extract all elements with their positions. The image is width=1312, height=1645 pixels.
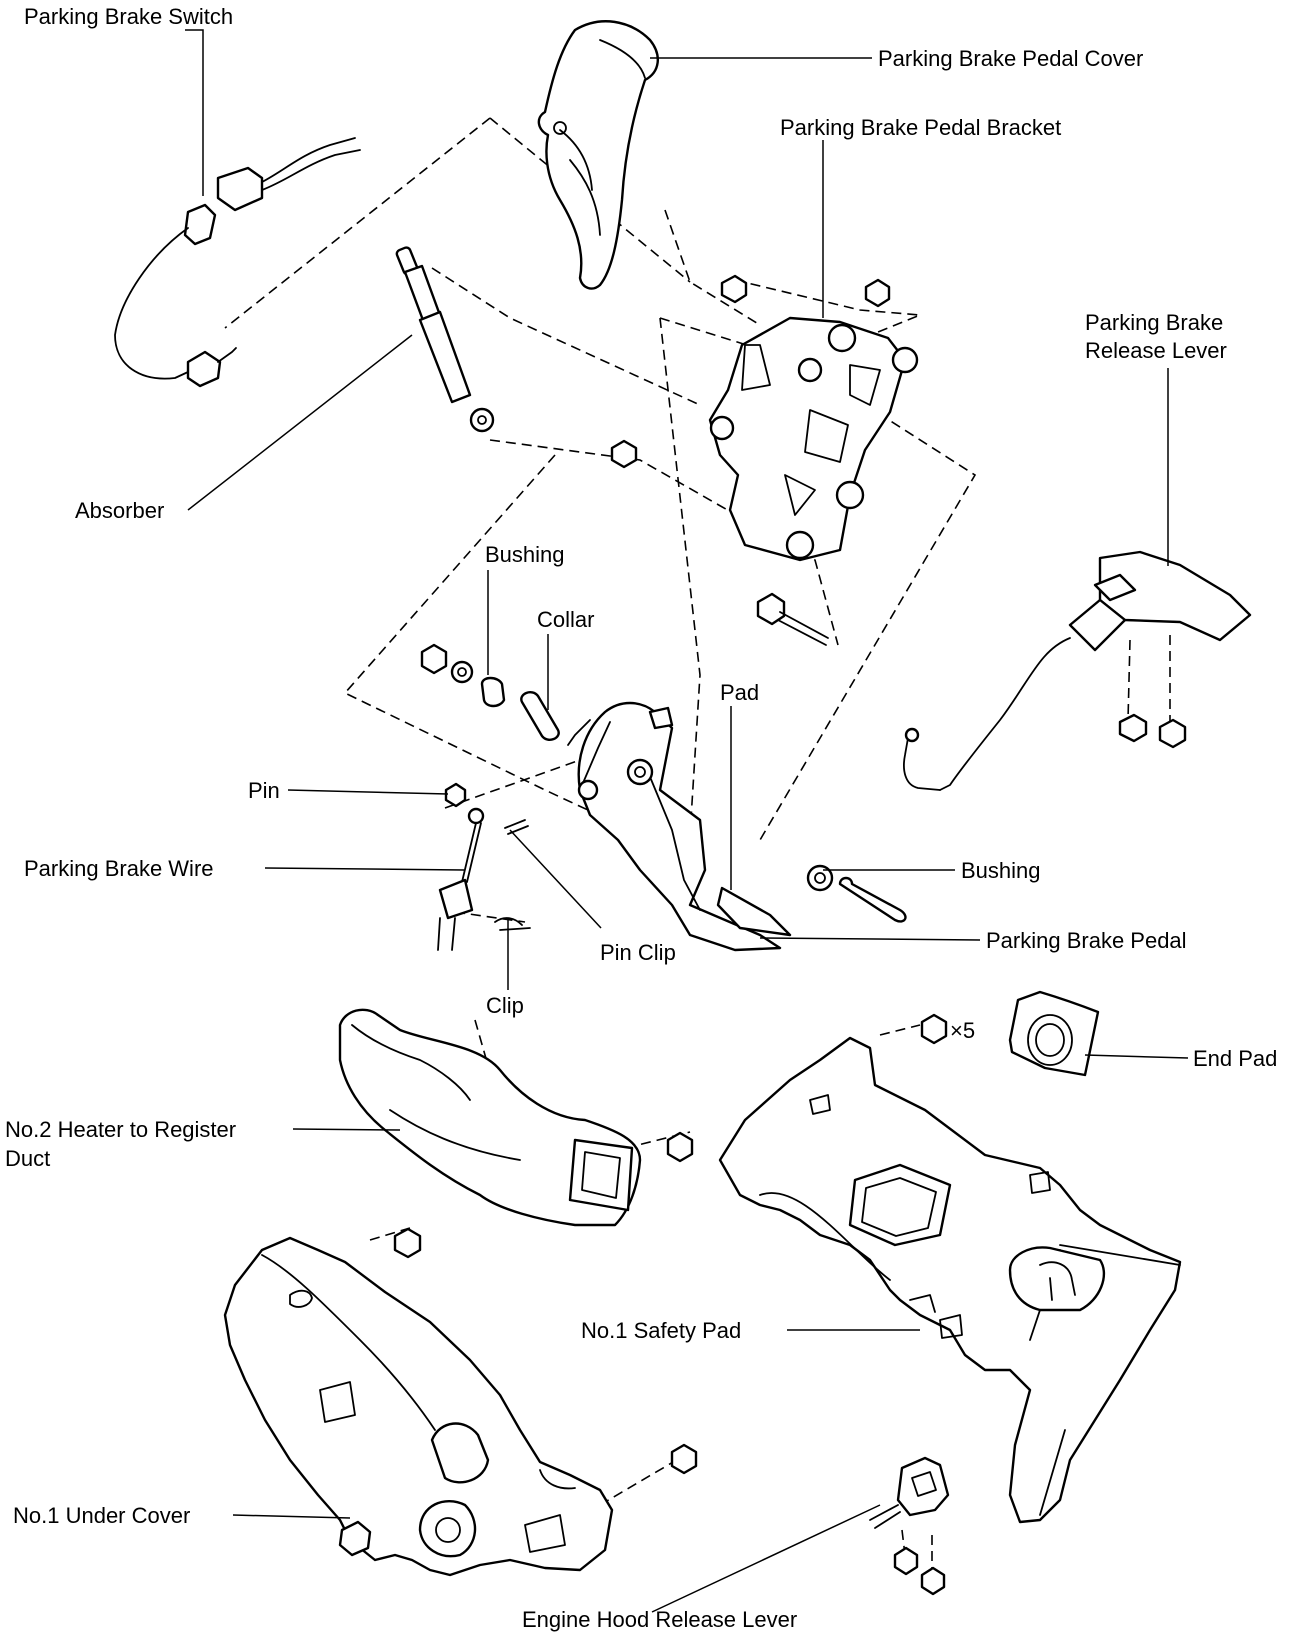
no1-safety-pad-part (718, 1036, 1182, 1524)
absorber-part (395, 246, 495, 433)
label-bushing-right: Bushing (961, 858, 1041, 883)
label-parking-brake-pedal-cover: Parking Brake Pedal Cover (878, 46, 1143, 71)
label-no2-heater-duct-line1: No.2 Heater to Register (5, 1117, 236, 1142)
label-parking-brake-switch: Parking Brake Switch (24, 4, 233, 29)
no1-under-cover-part (223, 1227, 698, 1577)
label-engine-hood-release-lever: Engine Hood Release Lever (522, 1607, 797, 1632)
label-parking-brake-release-lever-line1: Parking Brake (1085, 310, 1223, 335)
no2-heater-to-register-duct-part (338, 1008, 694, 1227)
callout-labels: Parking Brake Switch Parking Brake Pedal… (5, 4, 1277, 1632)
label-parking-brake-pedal: Parking Brake Pedal (986, 928, 1187, 953)
label-bushing-upper: Bushing (485, 542, 565, 567)
label-pad: Pad (720, 680, 759, 705)
label-absorber: Absorber (75, 498, 164, 523)
label-bolt-count: ×5 (950, 1018, 975, 1043)
label-parking-brake-pedal-bracket: Parking Brake Pedal Bracket (780, 115, 1061, 140)
bracket-nuts (610, 274, 891, 469)
label-clip: Clip (486, 993, 524, 1018)
end-pad-part (920, 990, 1100, 1077)
parking-brake-switch-part (114, 137, 361, 388)
pin-wire-clip-group (437, 782, 531, 951)
label-parking-brake-release-lever-line2: Release Lever (1085, 338, 1227, 363)
parking-brake-pedal-bracket-part (708, 316, 919, 562)
label-parking-brake-wire: Parking Brake Wire (24, 856, 214, 881)
engine-hood-release-lever-part (869, 1456, 950, 1596)
bushing-collar-group (420, 643, 560, 741)
leader-lines (185, 29, 1189, 1613)
parking-brake-pedal-cover-part (537, 20, 659, 290)
label-no1-safety-pad: No.1 Safety Pad (581, 1318, 741, 1343)
label-no1-under-cover: No.1 Under Cover (13, 1503, 190, 1528)
label-pin: Pin (248, 778, 280, 803)
label-pin-clip: Pin Clip (600, 940, 676, 965)
label-end-pad: End Pad (1193, 1046, 1277, 1071)
label-no2-heater-duct-line2: Duct (5, 1146, 50, 1171)
label-collar: Collar (537, 607, 594, 632)
bracket-bolts (756, 592, 907, 923)
parking-brake-pedal-part (567, 701, 792, 952)
parking-brake-release-lever-part (903, 550, 1252, 791)
